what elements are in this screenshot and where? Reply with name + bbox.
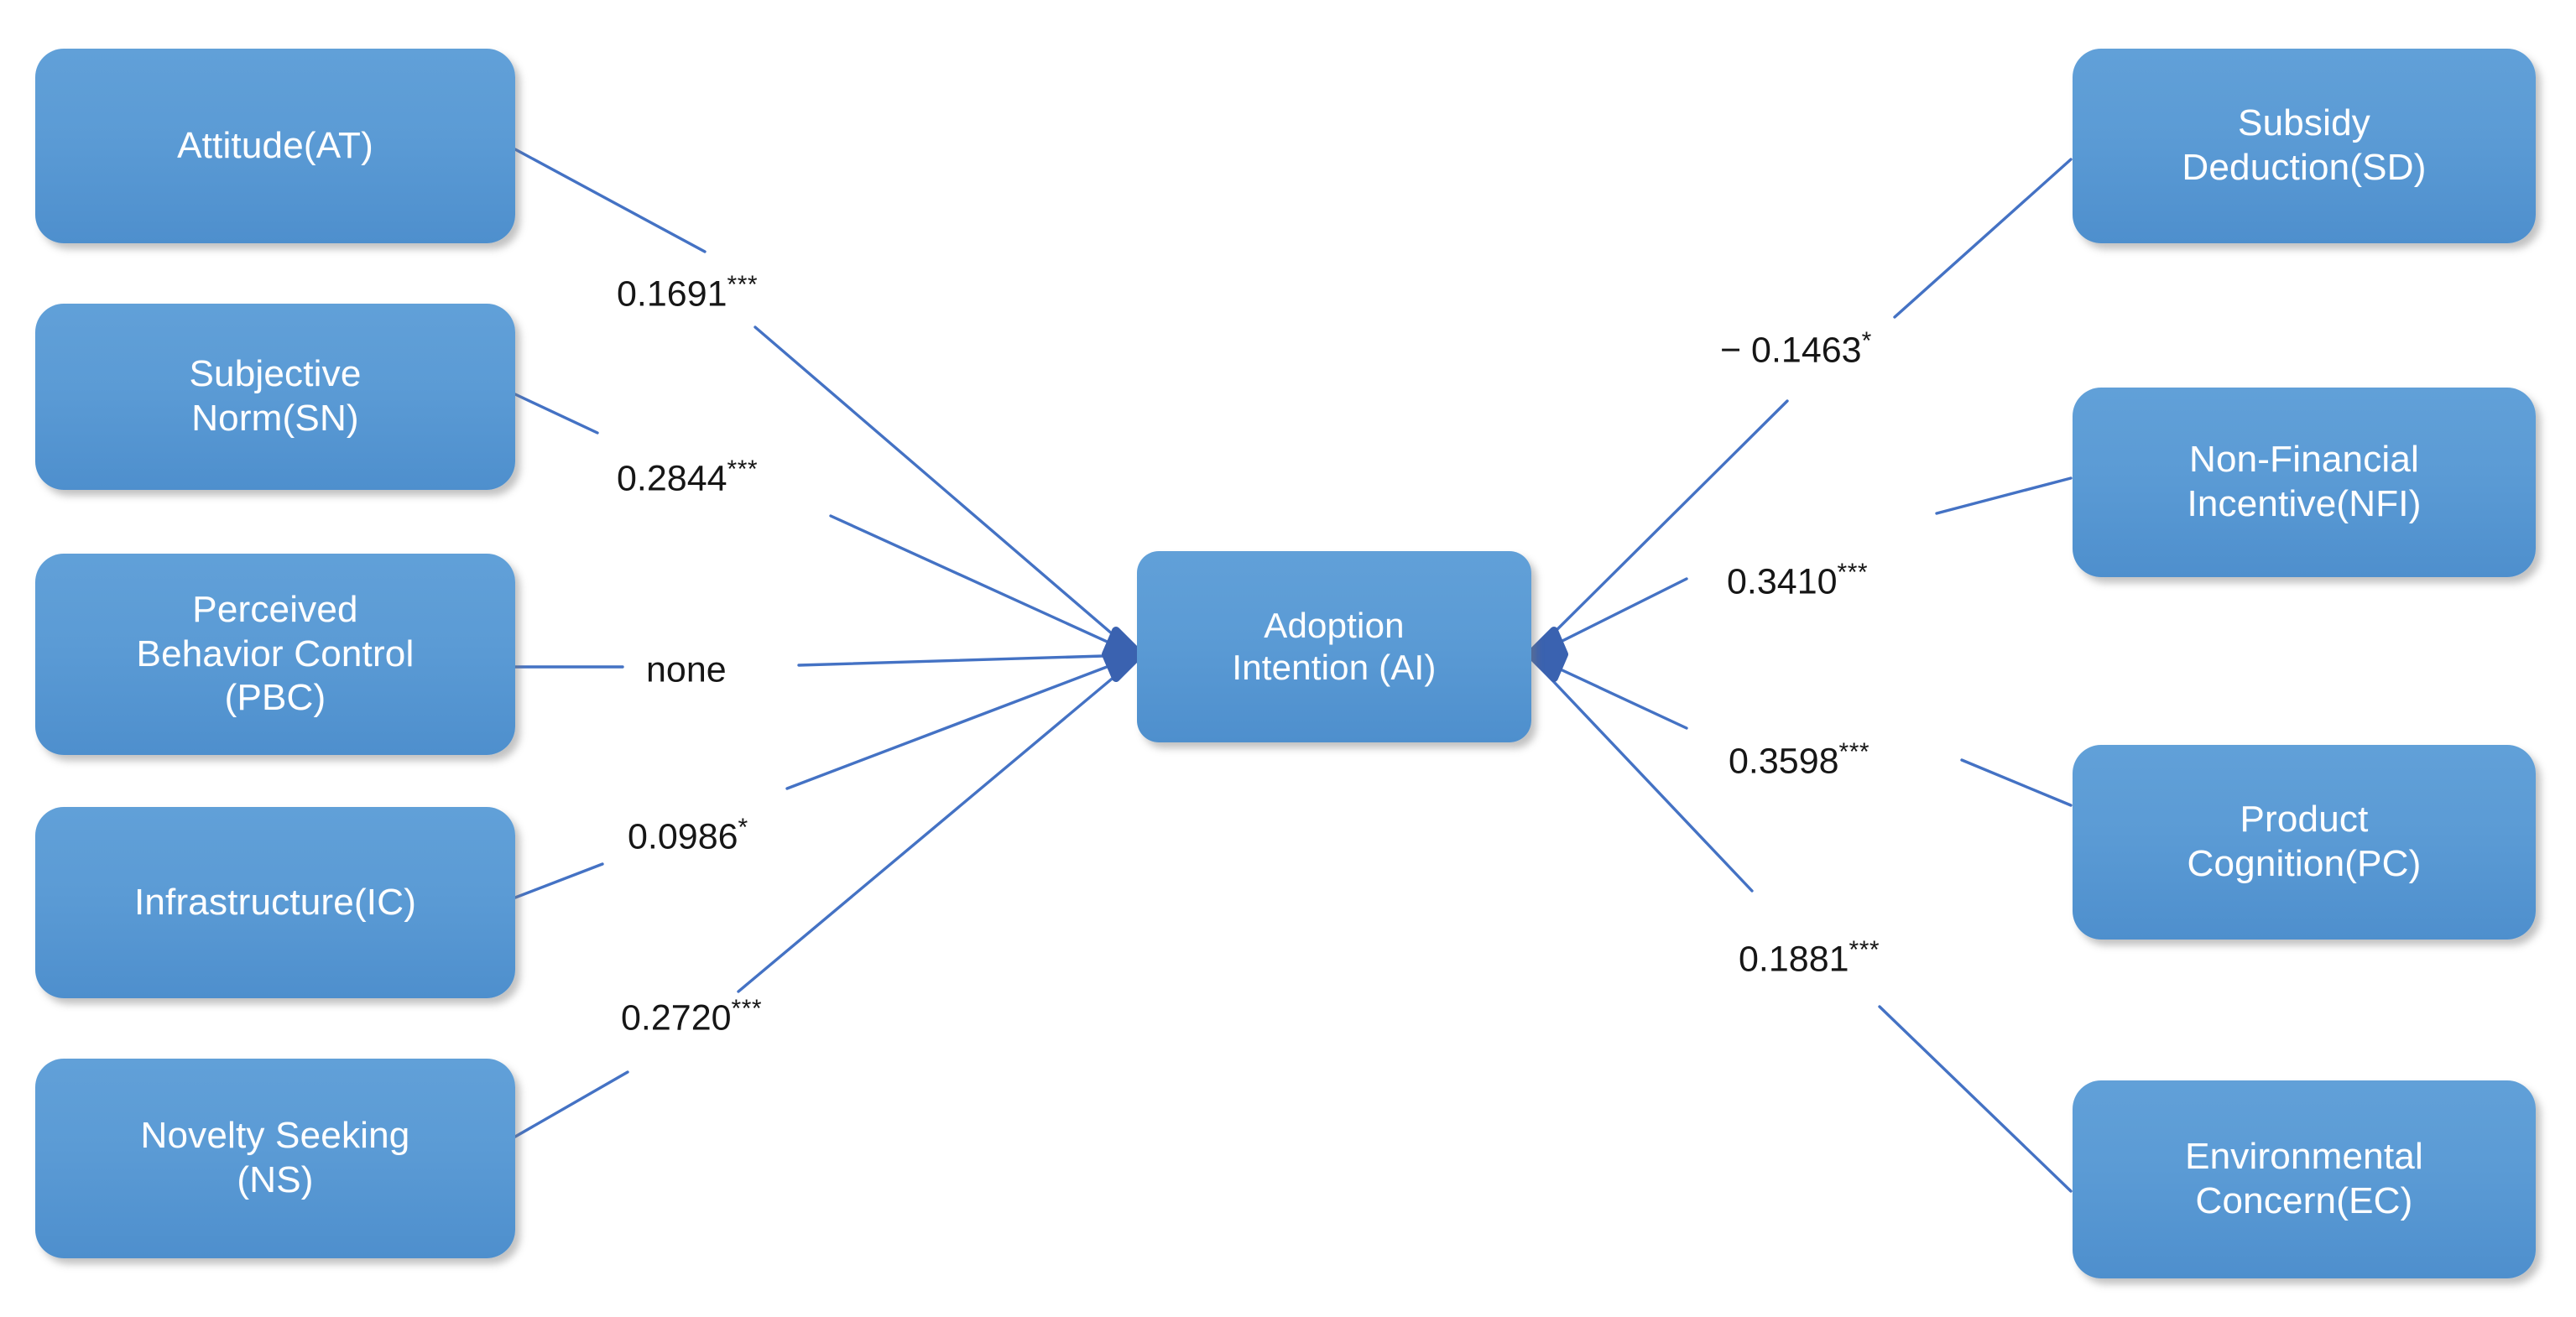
edge-line-nfi-ai-a [1935,476,2073,515]
node-adoption-intention[interactable]: Adoption Intention (AI) [1137,551,1531,742]
edge-label-ns-ai-value: 0.2720 [621,997,732,1039]
edge-label-pbc-ai: none [646,648,727,688]
edge-label-ec-ai: 0.1881*** [1739,938,1880,977]
edge-line-sd-ai-a [1893,158,2073,319]
edge-line-pc-ai-b [1537,658,1688,730]
edge-label-ic-ai-value: 0.0986 [628,816,738,857]
edge-label-ns-ai-significance: *** [731,995,763,1023]
edge-label-ns-ai: 0.2720*** [621,997,762,1036]
node-non-financial-incentive-label: Non-Financial Incentive(NFI) [2187,439,2422,524]
edge-line-sn-ai-b [829,514,1133,654]
edge-label-nfi-ai: 0.3410*** [1727,560,1868,600]
node-environmental-concern[interactable]: Environmental Concern(EC) [2073,1080,2536,1278]
edge-line-nfi-ai-b [1537,577,1688,654]
edge-label-sd-ai-significance: * [1861,327,1872,355]
edge-label-ec-ai-significance: *** [1849,936,1880,964]
edge-label-nfi-ai-value: 0.3410 [1727,561,1838,602]
node-attitude-label: Attitude(AT) [177,124,373,166]
edge-line-pbc-ai-b [797,653,1133,667]
edge-label-sn-ai: 0.2844*** [617,457,758,497]
node-subjective-norm[interactable]: Subjective Norm(SN) [35,304,515,490]
edge-label-pc-ai: 0.3598*** [1729,740,1869,779]
arrowhead-left-into-ai [1102,627,1144,682]
edge-label-pc-ai-significance: *** [1838,738,1870,766]
node-subjective-norm-label: Subjective Norm(SN) [189,353,362,439]
edge-line-at-ai-a [514,148,707,253]
edge-label-ec-ai-value: 0.1881 [1739,939,1849,980]
edge-line-sn-ai-a [514,393,599,435]
edge-line-sd-ai-b [1537,399,1789,649]
edge-line-ec-ai-a [1878,1005,2073,1193]
edge-label-pc-ai-value: 0.3598 [1729,741,1839,782]
node-novelty-seeking[interactable]: Novelty Seeking (NS) [35,1059,515,1258]
edge-line-ic-ai-b [785,656,1133,790]
node-perceived-behavior-control[interactable]: Perceived Behavior Control (PBC) [35,554,515,755]
edge-label-ic-ai-significance: * [738,814,748,841]
edge-label-at-ai: 0.1691*** [617,273,758,312]
edge-label-pbc-ai-value: none [646,649,727,690]
edge-line-ec-ai-b [1537,664,1754,893]
edge-label-sd-ai: − 0.1463* [1720,329,1871,368]
edge-label-at-ai-value: 0.1691 [617,273,727,315]
node-subsidy-deduction[interactable]: Subsidy Deduction(SD) [2073,49,2536,243]
edge-line-ns-ai-a [514,1070,629,1138]
edge-label-sn-ai-value: 0.2844 [617,458,727,499]
edge-line-ic-ai-a [514,862,604,899]
node-product-cognition[interactable]: Product Cognition(PC) [2073,745,2536,940]
edge-line-ns-ai-b [737,661,1133,993]
node-infrastructure[interactable]: Infrastructure(IC) [35,807,515,998]
edge-label-ic-ai: 0.0986* [628,815,748,855]
edge-label-nfi-ai-significance: *** [1837,559,1869,586]
edge-label-sn-ai-significance: *** [727,455,759,483]
node-attitude[interactable]: Attitude(AT) [35,49,515,243]
node-product-cognition-label: Product Cognition(PC) [2187,799,2422,884]
node-adoption-intention-label: Adoption Intention (AI) [1232,605,1437,687]
arrowhead-right-into-ai [1526,627,1568,682]
node-subsidy-deduction-label: Subsidy Deduction(SD) [2182,102,2427,188]
edge-line-at-ai-b [754,325,1133,652]
node-non-financial-incentive[interactable]: Non-Financial Incentive(NFI) [2073,388,2536,577]
node-novelty-seeking-label: Novelty Seeking (NS) [140,1115,410,1200]
edge-label-at-ai-significance: *** [727,271,759,299]
node-infrastructure-label: Infrastructure(IC) [133,881,417,923]
edge-label-sd-ai-value: − 0.1463 [1720,330,1862,371]
node-perceived-behavior-control-label: Perceived Behavior Control (PBC) [136,588,415,719]
node-environmental-concern-label: Environmental Concern(EC) [2185,1136,2423,1221]
edge-line-pc-ai-a [1960,758,2073,807]
